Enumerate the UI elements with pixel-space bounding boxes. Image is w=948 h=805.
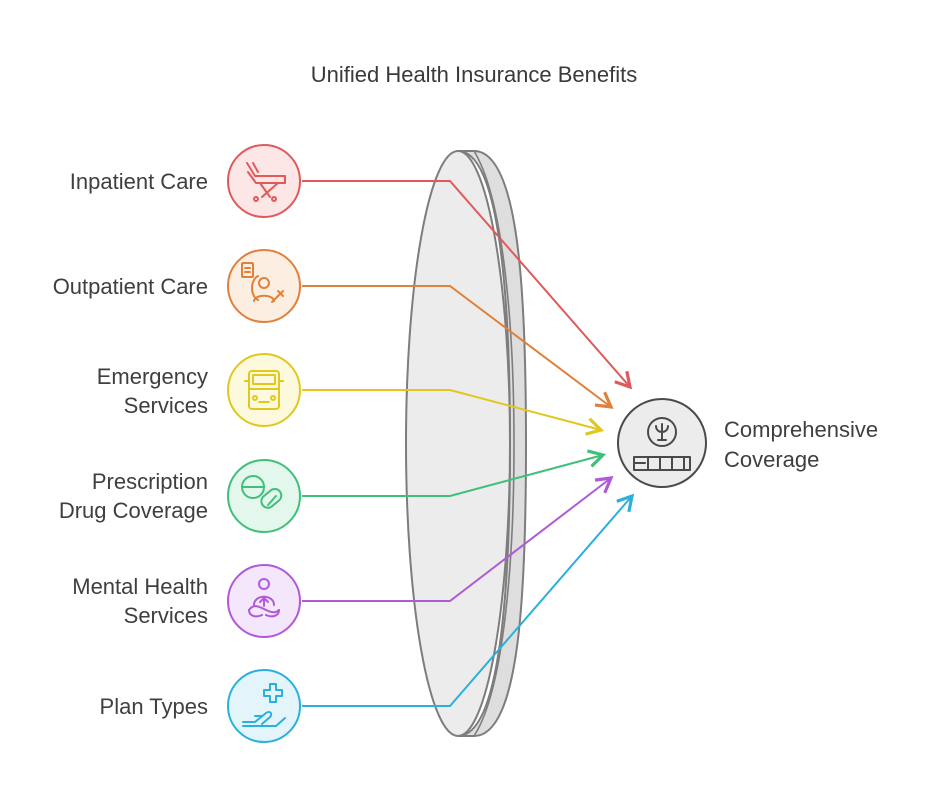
- node-comprehensive-coverage: [617, 398, 707, 488]
- node-mental-health-services: [227, 564, 301, 638]
- node-emergency-services: [227, 353, 301, 427]
- connector-inpatient: [302, 180, 633, 390]
- label-line: Coverage: [724, 447, 820, 472]
- label-line: Services: [123, 393, 208, 418]
- connector-prescription: [302, 449, 607, 497]
- node-prescription-drug-coverage: [227, 459, 301, 533]
- lens-shape: [405, 150, 528, 737]
- label-line: Services: [123, 603, 208, 628]
- hospital-bed-icon: [246, 162, 286, 202]
- connector-plans: [302, 493, 635, 707]
- label-inpatient-care: Inpatient Care: [70, 167, 208, 196]
- label-line: Mental Health: [72, 574, 208, 599]
- label-line: Plan Types: [99, 694, 208, 719]
- doctor-patient-icon: [241, 262, 284, 303]
- label-line: Drug Coverage: [58, 498, 208, 523]
- label-mental-health-services: Mental Health Services: [72, 572, 208, 630]
- psychology-coverage-icon: [633, 417, 691, 471]
- label-prescription-drug-coverage: Prescription Drug Coverage: [59, 467, 208, 525]
- diagram-title: Unified Health Insurance Benefits: [310, 62, 638, 87]
- label-line: Prescription: [91, 469, 208, 494]
- label-line: Outpatient Care: [52, 274, 208, 299]
- label-line: Emergency: [96, 364, 208, 389]
- node-outpatient-care: [227, 249, 301, 323]
- label-plan-types: Plan Types: [100, 692, 208, 721]
- label-comprehensive-coverage: Comprehensive Coverage: [724, 415, 878, 475]
- hand-plus-icon: [242, 683, 286, 727]
- connector-outpatient: [302, 285, 614, 409]
- ambulance-icon: [244, 370, 284, 410]
- pills-icon: [241, 475, 283, 509]
- label-outpatient-care: Outpatient Care: [53, 272, 208, 301]
- connectors: [302, 180, 635, 707]
- connector-mental: [302, 476, 614, 602]
- connector-emergency: [302, 389, 605, 436]
- label-line: Inpatient Care: [69, 169, 208, 194]
- node-inpatient-care: [227, 144, 301, 218]
- meditation-icon: [248, 578, 280, 618]
- label-emergency-services: Emergency Services: [97, 362, 208, 420]
- node-plan-types: [227, 669, 301, 743]
- label-line: Comprehensive: [724, 417, 879, 442]
